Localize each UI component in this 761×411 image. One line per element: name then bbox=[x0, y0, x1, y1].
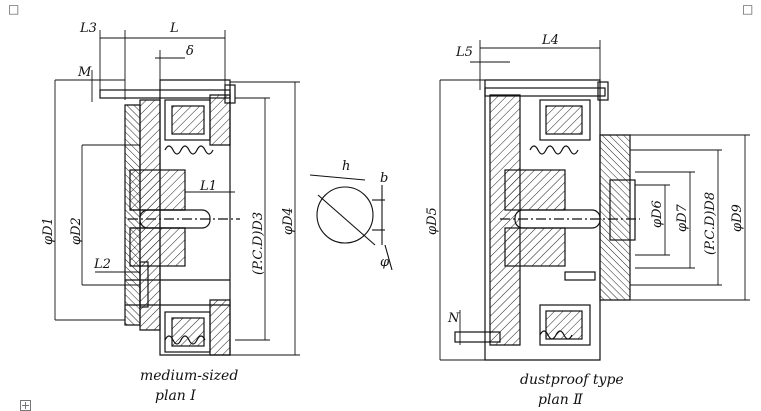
plan2-caption-plan: plan Ⅱ bbox=[538, 392, 583, 408]
dim-L2: L2 bbox=[93, 257, 111, 272]
plan1-dimension-lines bbox=[54, 30, 300, 356]
dim-L1: L1 bbox=[199, 179, 217, 194]
corner-mark-top-right: □ bbox=[742, 2, 754, 16]
dim-D8: (P.C.D)D8 bbox=[703, 192, 718, 255]
dim-D5: φD5 bbox=[425, 207, 440, 235]
dim-phi: φ bbox=[380, 255, 390, 270]
dim-D6: φD6 bbox=[650, 200, 665, 228]
dim-D4: φD4 bbox=[281, 207, 296, 235]
plan1-caption-type: medium-sized bbox=[140, 368, 239, 384]
plan2-labels: L5 L4 N φD5 φD6 φD7 (P.C.D)D8 φD9 bbox=[425, 33, 745, 326]
dim-D1: φD1 bbox=[41, 217, 56, 245]
dim-L: L bbox=[169, 21, 179, 36]
dim-h: h bbox=[342, 159, 350, 174]
dim-M: M bbox=[77, 65, 92, 80]
plan1-labels: L3 L δ M L1 L2 φD1 φD2 (P.C.D)D3 φD4 bbox=[41, 21, 296, 275]
dim-L3: L3 bbox=[79, 21, 97, 36]
plan2-caption-type: dustproof type bbox=[520, 372, 624, 388]
plan2-dimension-lines bbox=[439, 40, 750, 361]
dim-D3: (P.C.D)D3 bbox=[251, 212, 266, 275]
plan1-caption-plan: plan Ⅰ bbox=[155, 388, 196, 404]
plan2-drawing bbox=[454, 79, 640, 361]
dim-N: N bbox=[447, 311, 460, 326]
plus-square-icon[interactable] bbox=[20, 400, 31, 411]
keyway-detail bbox=[309, 174, 393, 271]
keyway-labels: h b φ bbox=[342, 159, 390, 270]
dim-b: b bbox=[380, 171, 388, 186]
dim-L5: L5 bbox=[455, 45, 473, 60]
dim-D2: φD2 bbox=[69, 217, 84, 245]
dim-L4: L4 bbox=[541, 33, 559, 48]
plan1-drawing bbox=[99, 79, 240, 356]
dim-D7: φD7 bbox=[675, 203, 690, 232]
corner-mark-top-left: □ bbox=[8, 2, 20, 16]
dim-D9: φD9 bbox=[730, 204, 745, 232]
dim-delta: δ bbox=[186, 44, 194, 59]
